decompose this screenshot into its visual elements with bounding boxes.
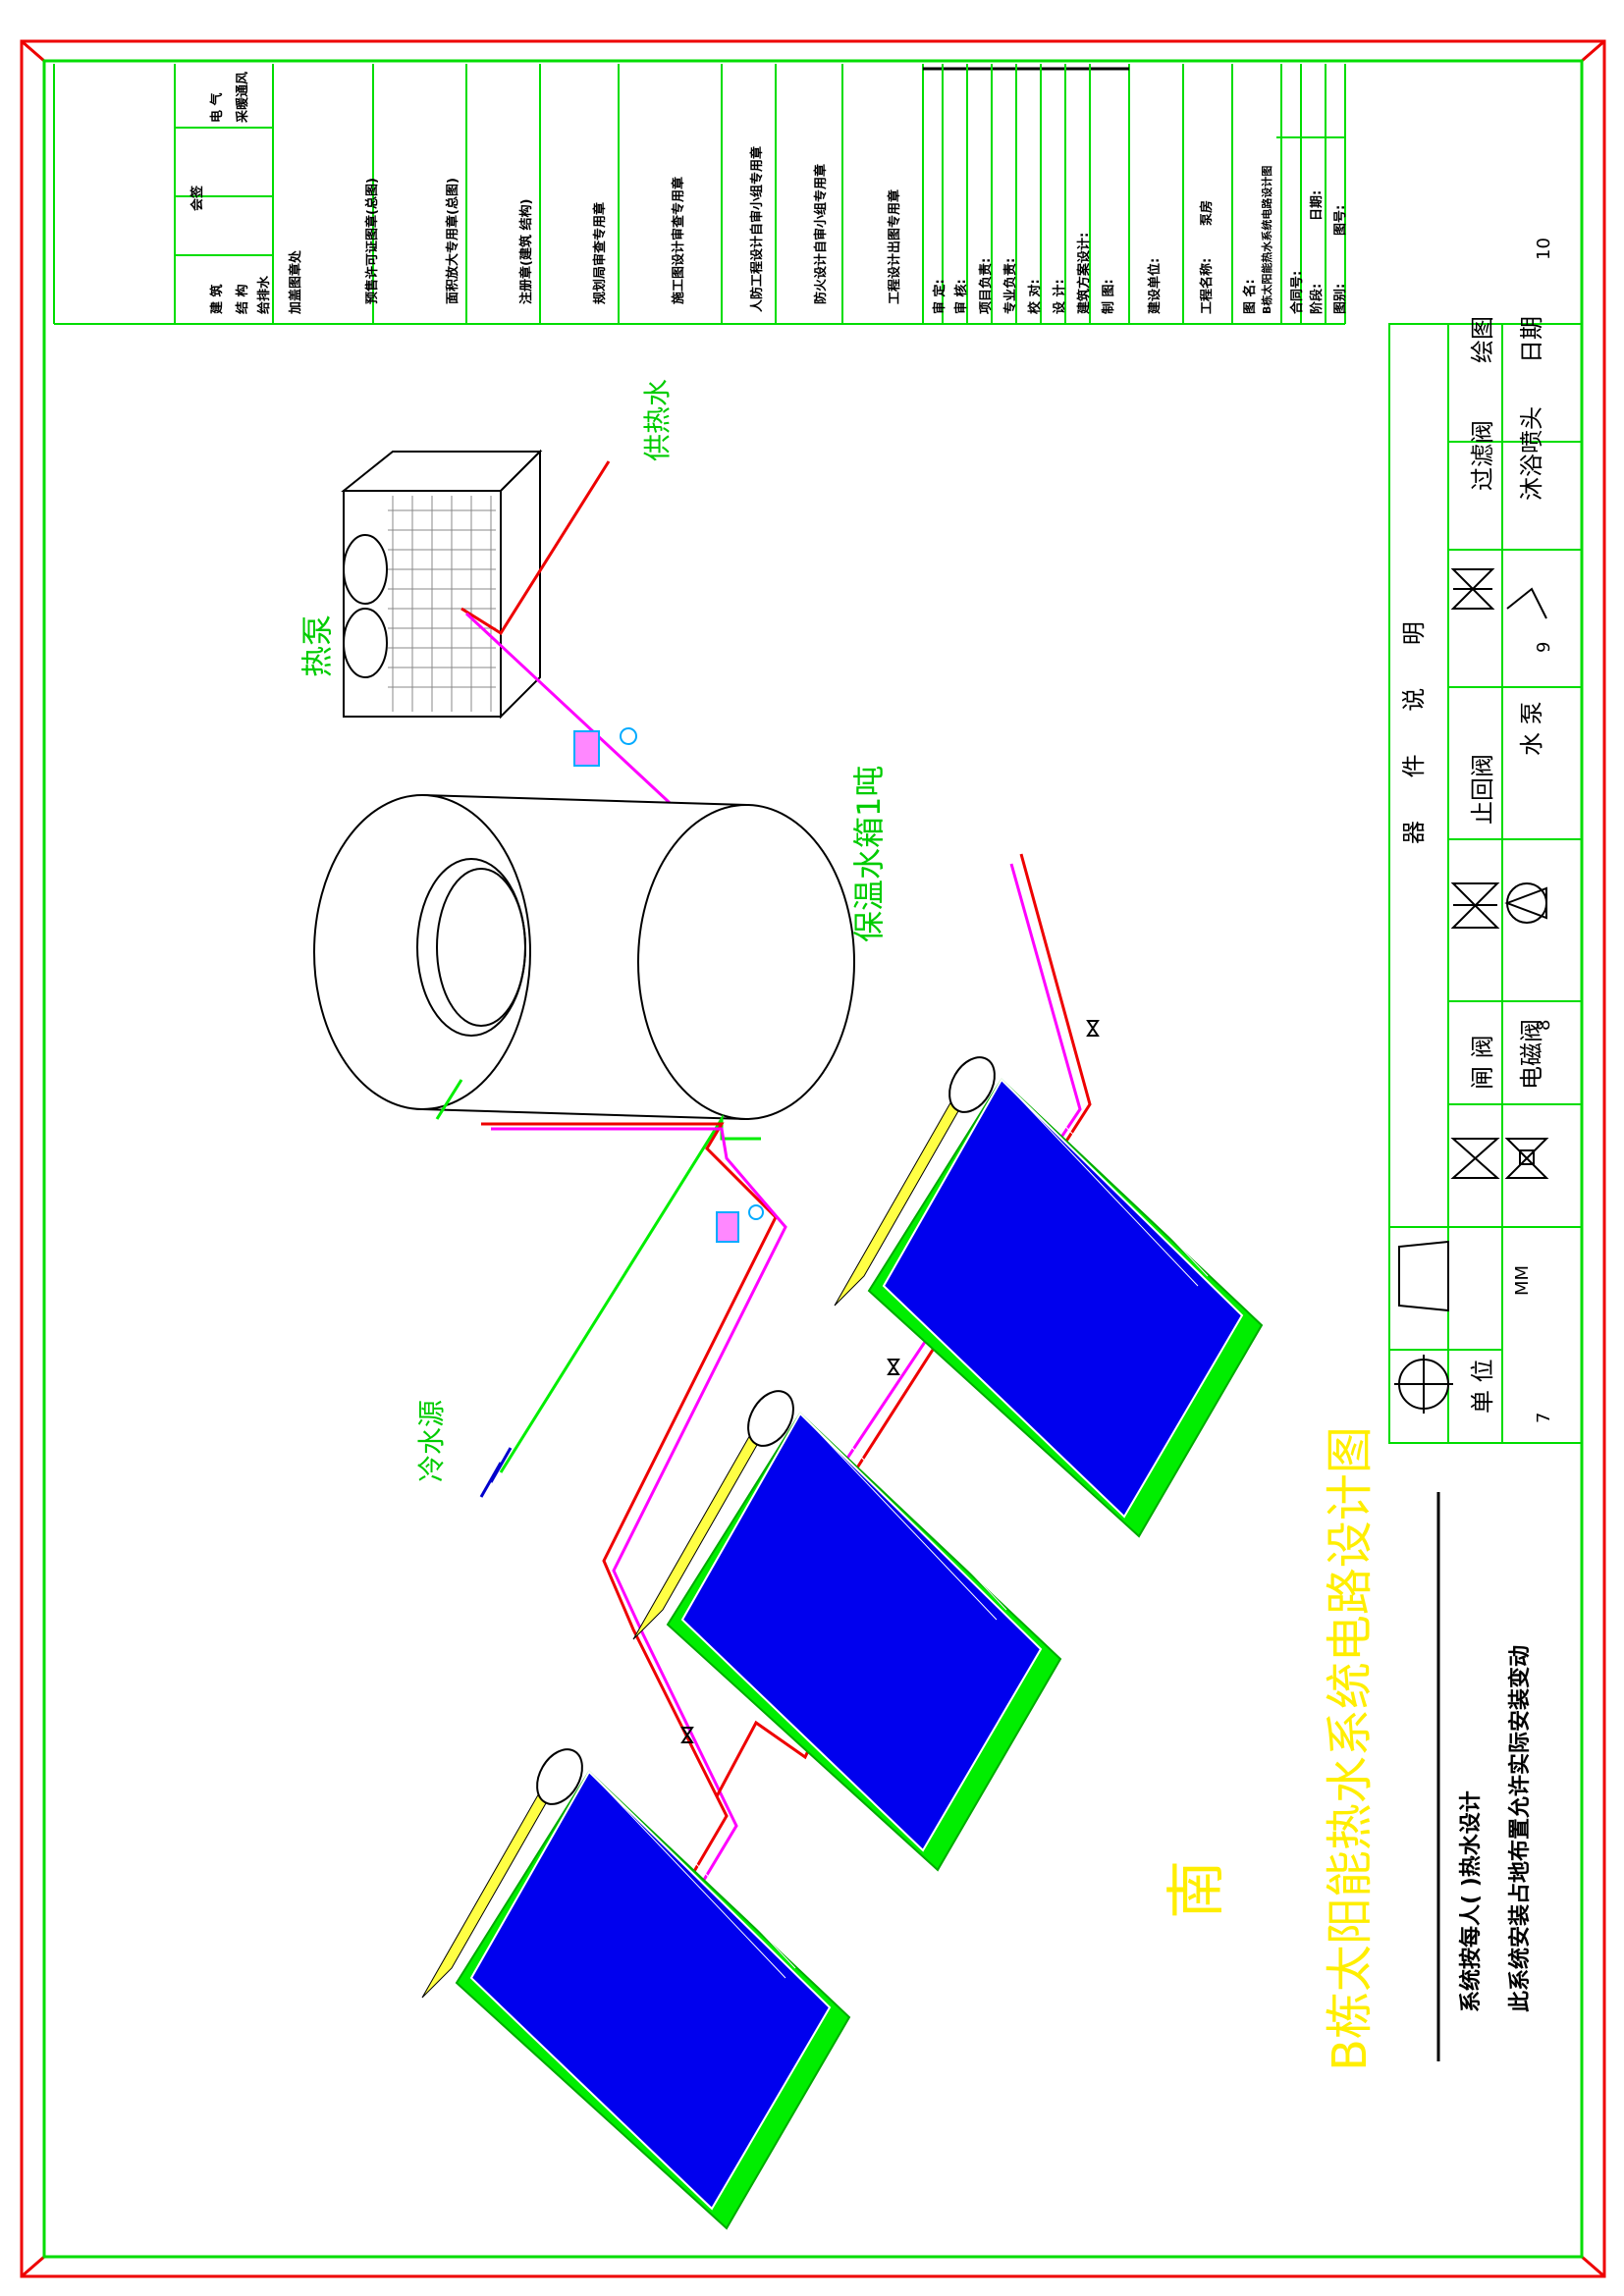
pump-icon bbox=[573, 727, 637, 767]
heat-pump-icon bbox=[341, 449, 543, 720]
solar-collector-icon bbox=[834, 1056, 1264, 1538]
water-pump-icon bbox=[1504, 882, 1547, 924]
solar-collector-icon bbox=[632, 1390, 1062, 1872]
solenoid-valve-icon bbox=[1504, 1138, 1549, 1179]
unit-symbol-icon bbox=[1394, 1240, 1453, 1414]
pump-icon bbox=[716, 1204, 764, 1243]
water-tank-icon bbox=[313, 794, 855, 1121]
outer-frame bbox=[20, 39, 1606, 2278]
title-block bbox=[53, 64, 1346, 325]
filter-valve-icon bbox=[1450, 568, 1495, 610]
check-valve-icon bbox=[1450, 882, 1500, 929]
shower-head-icon bbox=[1506, 587, 1547, 619]
solar-collector-icon bbox=[421, 1748, 851, 2230]
valve-icon bbox=[680, 1020, 1100, 1743]
gate-valve-icon bbox=[1450, 1138, 1500, 1179]
